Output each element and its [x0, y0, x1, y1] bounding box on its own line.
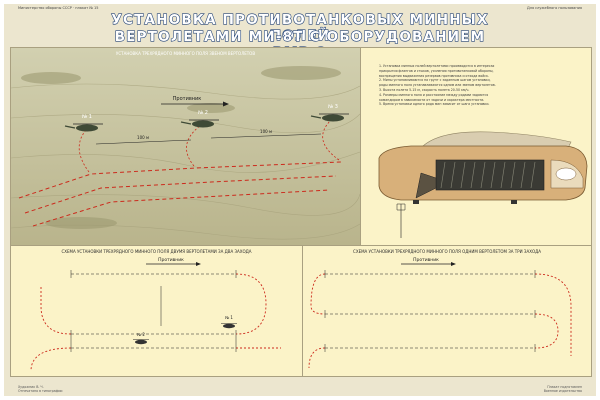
helicopter-cutaway	[378, 131, 588, 238]
row-markers	[70, 270, 237, 352]
two-helicopter-scheme-caption: СХЕМА УСТАНОВКИ ТРЕХРЯДНОГО МИННОГО ПОЛЯ…	[61, 249, 252, 254]
instruction-line: 5. Время установки одного ряда мин завис…	[379, 102, 490, 107]
aerial-scene-drawing: Противник № 1	[11, 48, 360, 245]
top-note-right: Для служебного пользования	[526, 6, 582, 10]
helicopter-2: № 2	[180, 110, 219, 128]
instruction-line: 2. Мины устанавливаются на грунт с задан…	[379, 78, 491, 83]
mine-chute	[415, 172, 437, 199]
direction-indicator: Противник	[146, 257, 201, 266]
direction-indicator: Противник	[401, 257, 456, 266]
equipment-panel: 1. Установка минных полей вертолетами пр…	[360, 47, 592, 246]
helicopter-3-label: № 3	[328, 104, 338, 110]
helicopter-3: № 3	[310, 104, 349, 122]
instruction-line: 4. Размеры минного поля и расстояние меж…	[379, 92, 489, 97]
footer-right: Плакат подготовлен Военное издательство	[544, 385, 582, 393]
distance-label-1: 100 м	[137, 135, 149, 140]
distance-label-2: 100 м	[260, 129, 272, 134]
helicopter-1-label: № 1	[225, 315, 233, 320]
title-line-1: УСТАНОВКА ПРОТИВОТАНКОВЫХ МИННЫХ ПОЛЕЙ	[111, 11, 489, 44]
instruction-line: 3. Высота полета 5-15 м, скорость полета…	[379, 87, 470, 92]
aerial-scene-panel: Противник № 1	[10, 47, 361, 246]
row-markers	[324, 270, 536, 352]
flight-arcs	[78, 119, 340, 173]
mine-rows	[325, 273, 535, 349]
forest-patches	[21, 66, 341, 229]
two-helicopter-scheme-drawing: Противник	[30, 257, 281, 372]
helicopter-2-label: № 2	[198, 110, 208, 116]
helicopter-cutaway-drawing	[378, 131, 588, 238]
footer-left-line: Художник В. Ч.	[18, 385, 44, 389]
helicopter-1-label: № 1	[82, 114, 92, 120]
instruction-text: 1. Установка минных полей вертолетами пр…	[379, 64, 579, 107]
mine-rack-slats	[440, 161, 536, 189]
direction-label: Противник	[413, 257, 439, 263]
direction-label: Противник	[173, 96, 202, 102]
instruction-line: командиром в зависимости от задачи и хар…	[379, 97, 485, 102]
direction-label: Противник	[158, 257, 184, 263]
direction-indicator: Противник	[161, 96, 229, 107]
flight-route	[30, 273, 281, 372]
one-helicopter-scheme-caption: СХЕМА УСТАНОВКИ ТРЕХРЯДНОГО МИННОГО ПОЛЯ…	[353, 249, 541, 254]
deployment-bracket	[396, 203, 406, 211]
two-helicopter-scheme-panel: СХЕМА УСТАНОВКИ ТРЕХРЯДНОГО МИННОГО ПОЛЯ…	[10, 245, 303, 377]
mine-row-2	[24, 175, 337, 214]
instruction-line: 1. Установка минных полей вертолетами пр…	[379, 64, 495, 68]
helicopter-1: № 1	[221, 315, 237, 329]
landing-gear	[413, 200, 419, 204]
landing-gear	[511, 200, 517, 204]
instruction-line: прикрытия флангов и стыков, усиления про…	[379, 68, 494, 73]
instruction-line: воспрещения выдвижения резервов противни…	[379, 73, 489, 78]
footer-right-line: Военное издательство	[543, 389, 582, 393]
footer-left-line: Отпечатано в типографии	[18, 389, 63, 393]
helicopter-1: № 1	[64, 114, 103, 132]
flight-route	[308, 273, 572, 369]
aerial-scene-caption: УСТАНОВКА ТРЕХРЯДНОГО МИННОГО ПОЛЯ ЗВЕНО…	[115, 51, 256, 56]
poster: Министерство обороны СССР · плакат № 15 …	[4, 4, 596, 396]
mine-cassette	[435, 159, 545, 191]
mine-row-3	[32, 189, 330, 227]
helicopter-2: № 2	[133, 332, 149, 345]
instruction-line: ряды минного поля устанавливаются одним …	[379, 83, 496, 88]
cockpit-window	[555, 167, 577, 181]
one-helicopter-scheme-drawing: Противник	[308, 257, 572, 369]
top-note-left: Министерство обороны СССР · плакат № 15	[18, 6, 99, 10]
footer-right-line: Плакат подготовлен	[547, 385, 582, 389]
helicopter-2-label: № 2	[137, 332, 145, 337]
footer-left: Художник В. Ч. Отпечатано в типографии	[18, 385, 62, 393]
one-helicopter-scheme-panel: СХЕМА УСТАНОВКИ ТРЕХРЯДНОГО МИННОГО ПОЛЯ…	[302, 245, 592, 377]
distance-markers	[95, 133, 322, 145]
mine-row-1	[18, 161, 342, 199]
mine-rows	[71, 273, 236, 349]
